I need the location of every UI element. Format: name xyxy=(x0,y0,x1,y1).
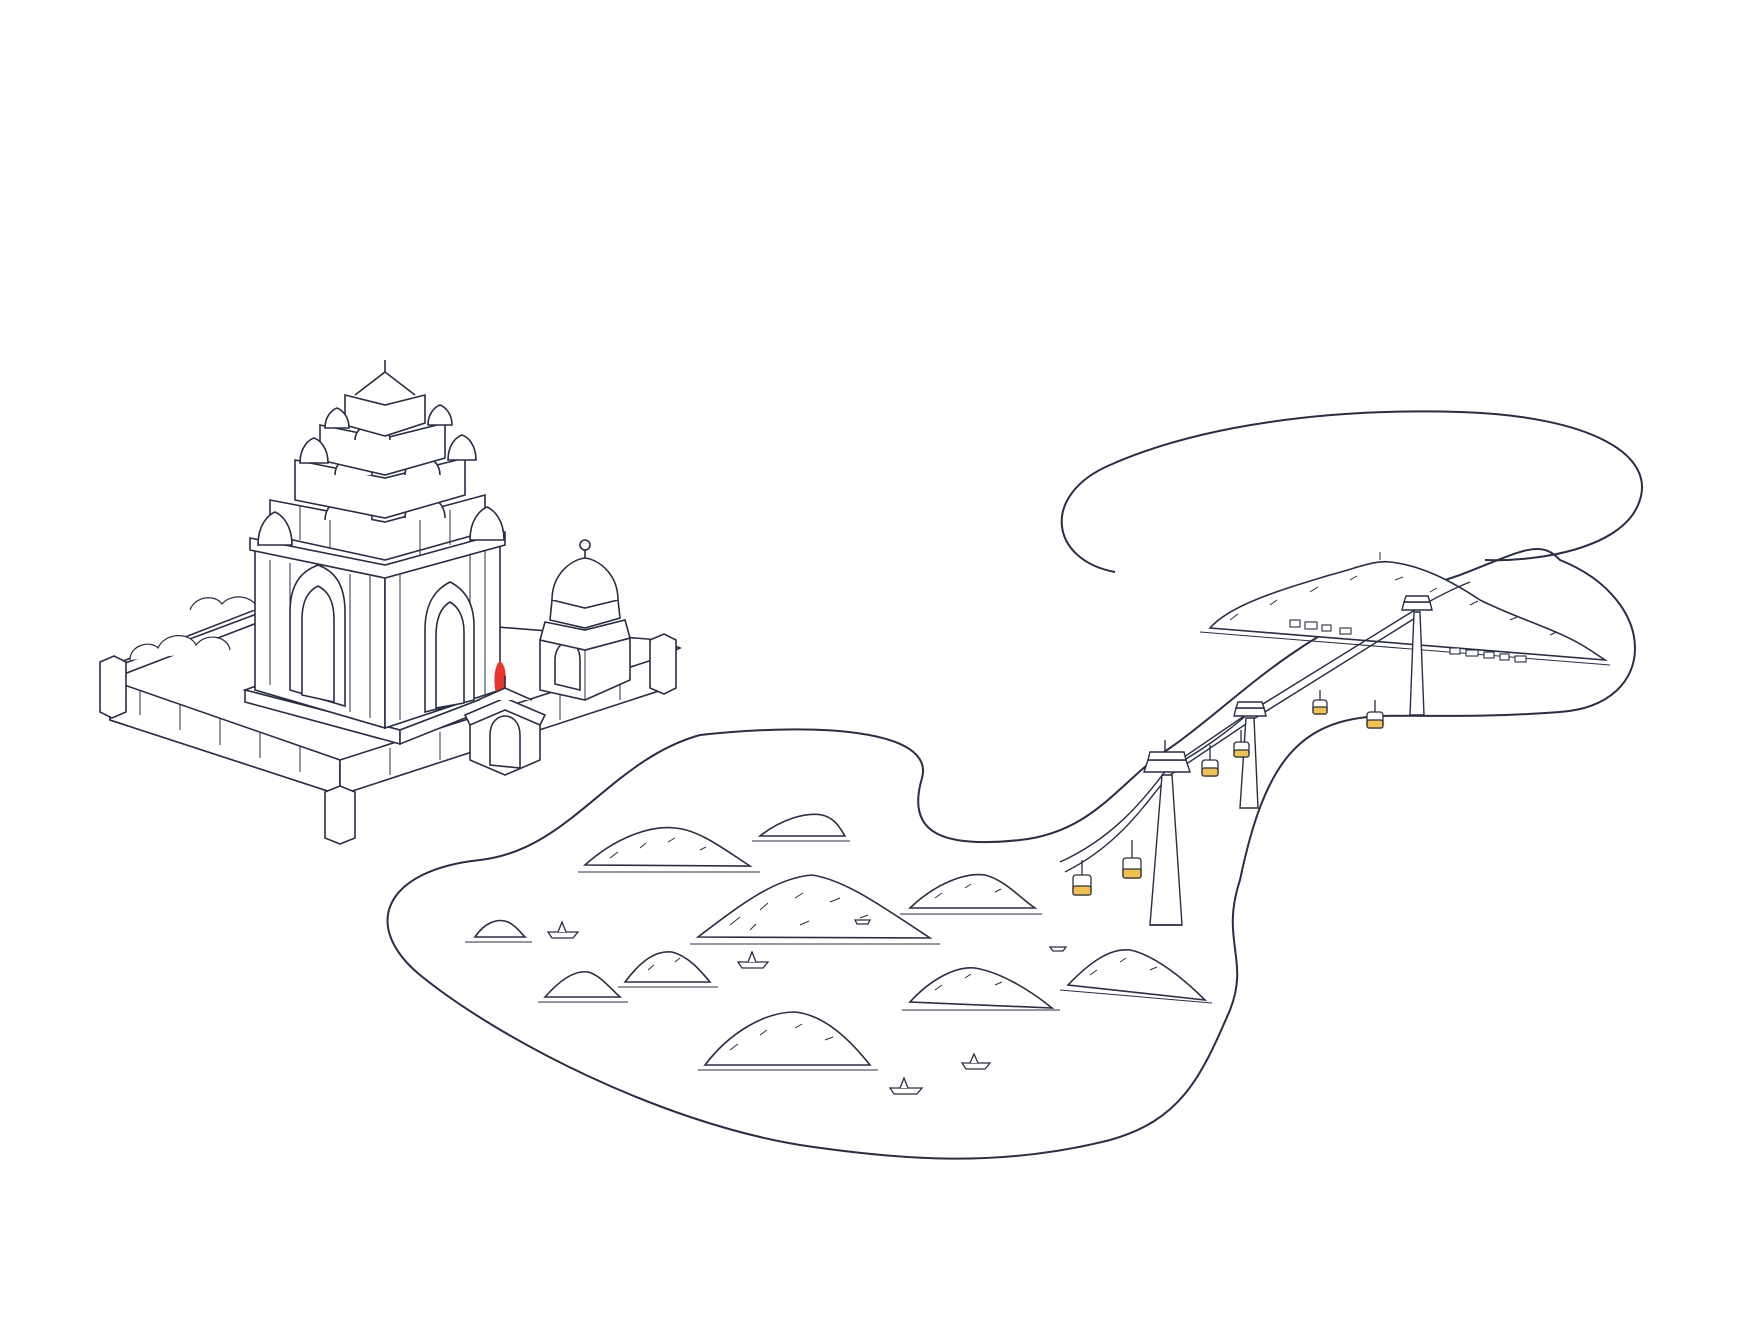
islets xyxy=(465,813,1213,1071)
boat-6 xyxy=(853,919,872,925)
red-figure xyxy=(494,660,506,691)
pylon-1 xyxy=(1143,740,1191,926)
islet-9 xyxy=(1059,949,1213,1004)
islet-2 xyxy=(752,813,850,842)
cabin-6 xyxy=(1366,700,1384,729)
pylon-2 xyxy=(1233,701,1267,809)
islet-3 xyxy=(690,874,940,945)
boat-5 xyxy=(1048,946,1068,952)
boat-3 xyxy=(960,1052,992,1070)
islet-7 xyxy=(618,951,718,988)
islet-10 xyxy=(698,1011,878,1071)
islet-5 xyxy=(465,919,532,943)
distant-island xyxy=(1199,552,1611,666)
cabin-3 xyxy=(1201,745,1219,777)
islet-1 xyxy=(578,826,760,873)
cabin-1 xyxy=(1072,860,1092,896)
boat-4 xyxy=(888,1076,924,1095)
cable-car xyxy=(1059,581,1471,926)
islet-6 xyxy=(538,971,628,1003)
entrance-gate xyxy=(463,676,547,776)
town-buildings xyxy=(1289,619,1527,663)
cabin-4 xyxy=(1233,730,1250,758)
boats xyxy=(546,919,1068,1095)
cabins xyxy=(1072,690,1384,896)
islet-8 xyxy=(902,967,1060,1011)
sky-cloud-outline xyxy=(1060,410,1643,573)
boat-2 xyxy=(736,950,770,969)
boat-1 xyxy=(546,920,580,939)
cabin-5 xyxy=(1312,690,1328,715)
side-shrine xyxy=(539,539,631,701)
pylon-3 xyxy=(1401,595,1433,716)
islet-4 xyxy=(900,873,1042,915)
cabin-2 xyxy=(1122,840,1142,879)
temple-complex xyxy=(99,360,683,845)
main-tower xyxy=(242,360,508,746)
